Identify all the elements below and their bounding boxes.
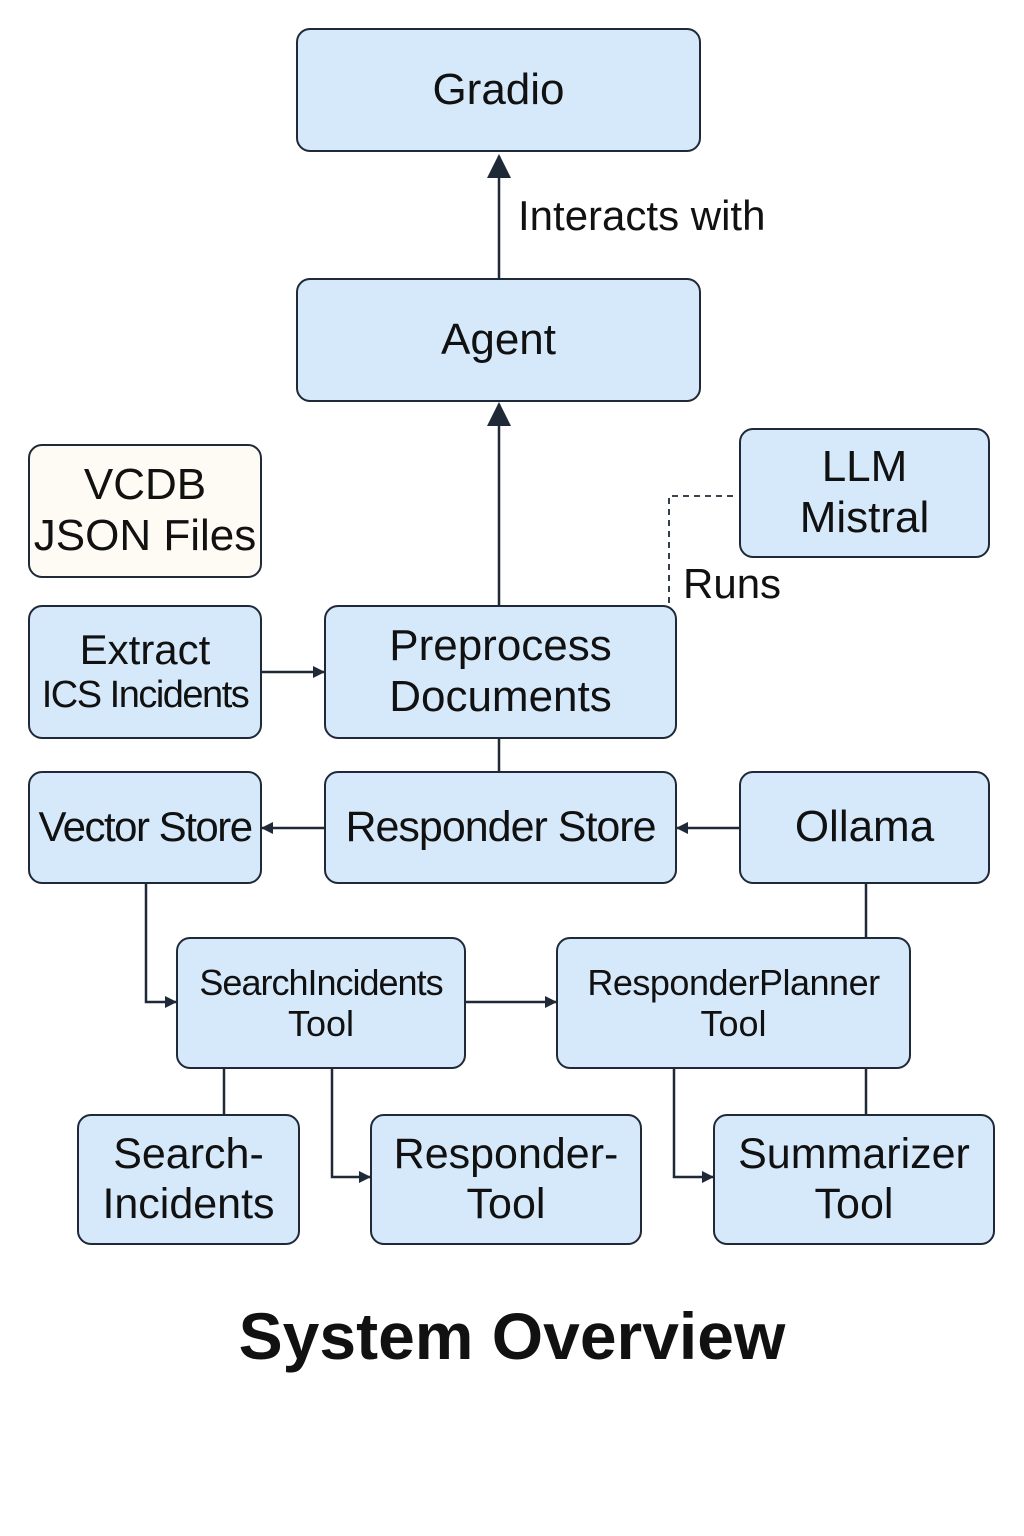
node-responderplanner-tool-line-2: Tool <box>700 1003 767 1044</box>
node-llm-line-1: LLM <box>821 442 908 492</box>
node-searchincidents-tool-line-2: Tool <box>287 1003 355 1044</box>
node-extract-line-2: ICS Incidents <box>41 674 250 717</box>
node-responder-tool-line-1: Responder- <box>393 1130 619 1179</box>
node-summarizer-tool-line-1: Summarizer <box>738 1130 970 1179</box>
edge-search-tool-to-responder-tool <box>330 1069 371 1183</box>
node-search-incidents-line-2: Incidents <box>102 1179 275 1228</box>
node-extract-line-1: Extract <box>79 626 211 673</box>
node-llm-mistral: LLM Mistral <box>739 428 990 558</box>
node-search-incidents: Search- Incidents <box>77 1114 300 1245</box>
edge-planner-tool-to-summarizer-tool <box>672 1069 714 1183</box>
node-searchincidents-tool-line-1: SearchIncidents <box>199 961 443 1003</box>
node-responder-store-label: Responder Store <box>345 802 656 851</box>
node-vector-store: Vector Store <box>28 771 262 884</box>
node-searchincidents-tool: SearchIncidents Tool <box>176 937 466 1069</box>
node-ollama-label: Ollama <box>794 802 935 852</box>
node-responder-tool-line-2: Tool <box>466 1179 546 1228</box>
node-agent: Agent <box>296 278 701 402</box>
node-llm-line-2: Mistral <box>799 493 930 542</box>
node-responder-store: Responder Store <box>324 771 677 884</box>
node-preprocess-line-2: Documents <box>389 672 612 721</box>
node-preprocess-line-1: Preprocess <box>389 621 612 671</box>
node-responderplanner-tool: ResponderPlanner Tool <box>556 937 911 1069</box>
node-ollama: Ollama <box>739 771 990 884</box>
node-vcdb-line-1: VCDB <box>83 460 207 510</box>
node-preprocess-documents: Preprocess Documents <box>324 605 677 739</box>
node-gradio: Gradio <box>296 28 701 152</box>
node-summarizer-tool-line-2: Tool <box>814 1179 894 1228</box>
node-responderplanner-tool-line-1: ResponderPlanner <box>587 961 880 1003</box>
diagram-title: System Overview <box>238 1299 786 1373</box>
node-agent-label: Agent <box>441 314 556 364</box>
node-vcdb-json-files: VCDB JSON Files <box>28 444 262 578</box>
node-gradio-label: Gradio <box>432 64 565 114</box>
node-summarizer-tool: Summarizer Tool <box>713 1114 995 1245</box>
node-vcdb-line-2: JSON Files <box>33 511 257 560</box>
node-search-incidents-line-1: Search- <box>113 1130 264 1179</box>
edge-vector-store-to-search-tool <box>144 884 177 1008</box>
node-vector-store-label: Vector Store <box>38 803 253 851</box>
edge-label-interacts-with: Interacts with <box>518 192 766 239</box>
edge-label-runs: Runs <box>683 560 782 607</box>
node-extract-ics-incidents: Extract ICS Incidents <box>28 605 262 739</box>
node-responder-tool: Responder- Tool <box>370 1114 642 1245</box>
edge-llm-runs <box>668 495 733 605</box>
